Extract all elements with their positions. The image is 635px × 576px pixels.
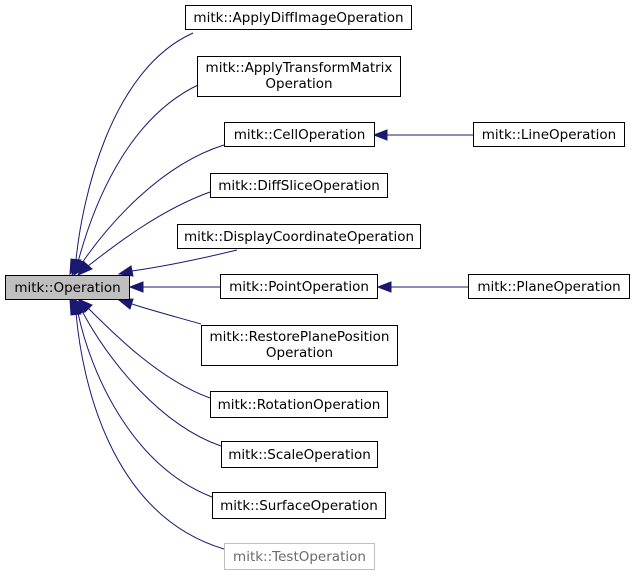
node-display-coordinate-operation[interactable]: mitk::DisplayCoordinateOperation (177, 224, 421, 249)
node-point-operation-label: mitk::PointOperation (229, 279, 369, 295)
node-restore-plane-position-operation-label-line2: Operation (266, 345, 333, 361)
node-cell-operation-label: mitk::CellOperation (234, 127, 366, 143)
node-restore-plane-position-operation[interactable]: mitk::RestorePlanePosition Operation (201, 325, 398, 366)
node-apply-transform-matrix-operation-box (197, 56, 401, 97)
node-rotation-operation[interactable]: mitk::RotationOperation (210, 391, 388, 418)
edge-arrowhead (128, 281, 144, 293)
node-apply-transform-matrix-operation-label-line2: Operation (265, 76, 332, 92)
node-operation[interactable]: mitk::Operation (5, 275, 130, 300)
node-scale-operation[interactable]: mitk::ScaleOperation (221, 441, 378, 468)
edge-cell-to-operation (81, 144, 225, 264)
edge-rotation-to-operation (87, 307, 211, 399)
edge-arrowhead (117, 298, 134, 310)
node-test-operation[interactable]: mitk::TestOperation (224, 543, 375, 570)
edge-arrowhead (77, 261, 93, 276)
node-line-operation-box (473, 122, 625, 147)
edge-restoreplane-to-operation (131, 303, 202, 325)
edge-surface-to-operation (77, 312, 213, 498)
node-plane-operation[interactable]: mitk::PlaneOperation (468, 274, 630, 299)
node-apply-transform-matrix-operation-label-line1: mitk::ApplyTransformMatrix (206, 60, 393, 76)
node-rotation-operation-box (210, 391, 388, 418)
node-apply-diff-image-operation-box (185, 5, 412, 30)
node-cell-operation[interactable]: mitk::CellOperation (224, 122, 375, 147)
node-point-operation[interactable]: mitk::PointOperation (220, 274, 378, 299)
node-apply-diff-image-operation[interactable]: mitk::ApplyDiffImageOperation (185, 5, 412, 30)
node-rotation-operation-label: mitk::RotationOperation (218, 397, 381, 413)
node-plane-operation-label: mitk::PlaneOperation (477, 279, 620, 295)
node-scale-operation-box (221, 441, 378, 468)
node-restore-plane-position-operation-label-line1: mitk::RestorePlanePosition (210, 329, 390, 345)
edge-displaycoordinate-to-operation (131, 249, 238, 272)
node-apply-diff-image-operation-label: mitk::ApplyDiffImageOperation (193, 10, 403, 26)
node-surface-operation-label: mitk::SurfaceOperation (220, 498, 378, 514)
node-scale-operation-label: mitk::ScaleOperation (228, 447, 371, 463)
node-operation-box (5, 275, 130, 300)
node-restore-plane-position-operation-box (201, 325, 398, 366)
node-diff-slice-operation-box (210, 173, 388, 198)
node-display-coordinate-operation-box (177, 224, 421, 249)
node-display-coordinate-operation-label: mitk::DisplayCoordinateOperation (184, 229, 414, 245)
node-apply-transform-matrix-operation[interactable]: mitk::ApplyTransformMatrix Operation (197, 56, 401, 97)
nodes: mitk::Operation mitk::ApplyDiffImageOper… (5, 5, 630, 570)
node-diff-slice-operation-label: mitk::DiffSliceOperation (218, 178, 380, 194)
node-line-operation[interactable]: mitk::LineOperation (473, 122, 625, 147)
node-operation-label: mitk::Operation (14, 280, 120, 296)
node-test-operation-label: mitk::TestOperation (233, 549, 366, 565)
edge-test-to-operation (75, 312, 225, 550)
edge-arrowhead (117, 265, 134, 277)
edge-scale-to-operation (81, 310, 222, 447)
edge-applytransform-to-operation (77, 84, 199, 263)
edge-arrowhead (69, 297, 82, 316)
node-test-operation-box (224, 543, 375, 570)
node-surface-operation-box (212, 492, 386, 519)
edge-arrowhead (372, 129, 388, 141)
edges (69, 32, 473, 550)
node-cell-operation-box (224, 122, 375, 147)
edge-diffslice-to-operation (87, 191, 211, 267)
node-diff-slice-operation[interactable]: mitk::DiffSliceOperation (210, 173, 388, 198)
node-surface-operation[interactable]: mitk::SurfaceOperation (212, 492, 386, 519)
edge-applydiffimage-to-operation (75, 32, 194, 261)
edge-arrowhead (376, 281, 392, 293)
node-plane-operation-box (468, 274, 630, 299)
node-point-operation-box (220, 274, 378, 299)
node-line-operation-label: mitk::LineOperation (482, 127, 616, 143)
